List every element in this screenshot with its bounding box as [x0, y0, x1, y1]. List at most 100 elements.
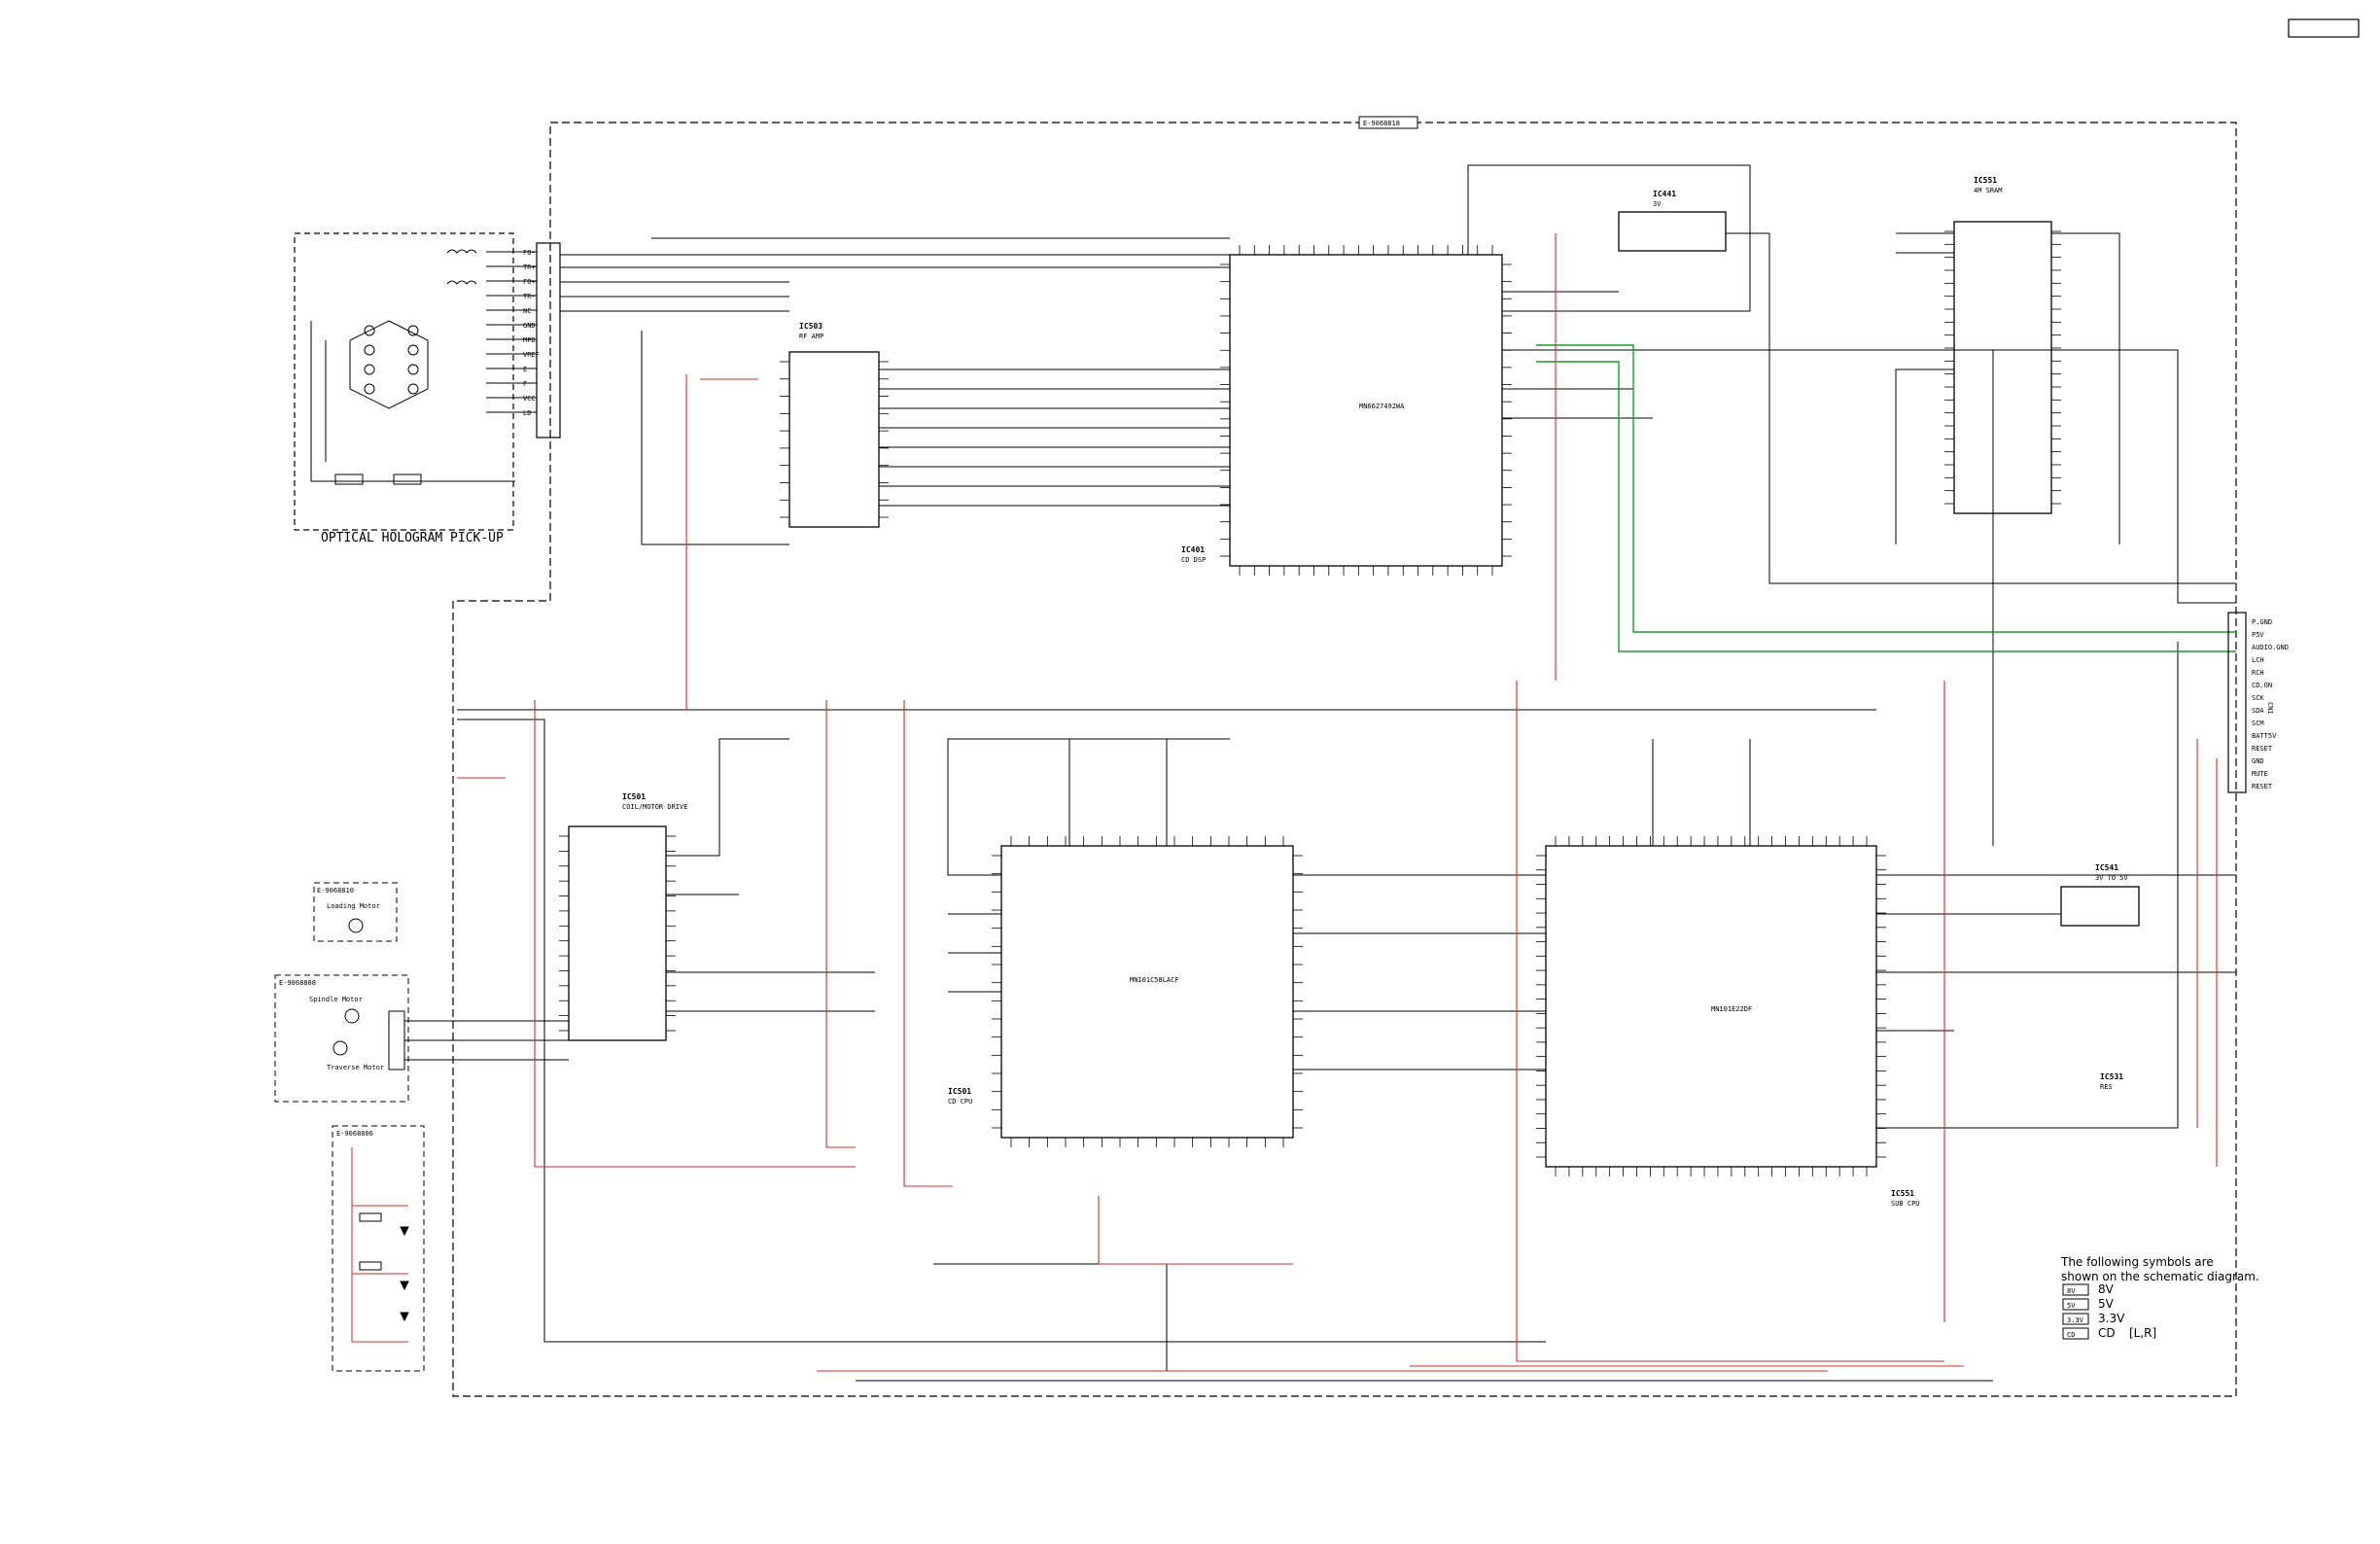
legend-symbol: 5V: [2067, 1302, 2076, 1310]
pickup-pin-label: TR+: [523, 263, 536, 271]
legend-intro-1: The following symbols are: [2060, 1255, 2214, 1269]
legend-symbol: CD: [2067, 1331, 2075, 1339]
pickup-pin-label: GND: [523, 322, 536, 330]
cn1-pin-label: RESET: [2252, 745, 2273, 753]
ic401-name: CD DSP: [1181, 556, 1206, 564]
main-board-label: E-9068818: [1363, 120, 1400, 127]
legend-symbol: 8V: [2067, 1287, 2076, 1295]
ic441-box: [1618, 211, 1727, 252]
legend-symbol: 3.3V: [2067, 1316, 2084, 1324]
driver-ref: IC501: [622, 792, 646, 801]
ic503-name: RF AMP: [799, 333, 823, 340]
cn1-pin-label: MUTE: [2252, 770, 2268, 778]
ic551-part: MN101E22DF: [1711, 1005, 1752, 1013]
pickup-pin-label: LD: [523, 409, 531, 417]
legend-desc: CD: [2098, 1326, 2116, 1340]
pickup-pin-label: VREF: [523, 351, 540, 359]
green-signal-wiring: [1536, 344, 2236, 652]
legend-desc: 3.3V: [2098, 1312, 2125, 1325]
pickup-pin-label: F: [523, 380, 527, 388]
cn1-pin-label: SCK: [2252, 694, 2264, 702]
ic501-name: CD CPU: [948, 1098, 972, 1105]
legend: The following symbols are shown on the s…: [2060, 1255, 2259, 1340]
sram-ref: IC551: [1974, 176, 1997, 185]
pickup-title: OPTICAL HOLOGRAM PICK-UP: [321, 531, 504, 545]
pickup-pin-label: TR-: [523, 293, 536, 300]
cn1-pin-label: LCH: [2252, 656, 2264, 664]
led-board-outline: [332, 1125, 425, 1372]
led-board-internals: [351, 1147, 408, 1343]
legend-item: CD CD: [2062, 1326, 2116, 1340]
traverse-motor-label: Traverse Motor: [327, 1064, 384, 1071]
led-board-label: E-9068806: [336, 1130, 373, 1138]
pickup-internals: [310, 249, 515, 485]
cn1-pin-label: RCH: [2252, 669, 2264, 677]
cn1-pin-label: BATT5V: [2252, 732, 2277, 740]
ic541-box: [2060, 886, 2140, 927]
pickup-pin-label: FO-: [523, 249, 536, 257]
main-board-outline: [452, 122, 2237, 1397]
ic401-box: [1229, 254, 1503, 567]
cn1-pin-label: SCM: [2252, 719, 2264, 727]
ic401-ref: IC401: [1181, 545, 1205, 554]
ic501-ref: IC501: [948, 1087, 971, 1096]
sram-box: [1953, 221, 2052, 514]
pickup-pin-label: VCC: [523, 395, 536, 403]
loading-motor-icon: [348, 918, 364, 933]
cn1-ref: CN1: [2266, 702, 2274, 715]
cn1-pin-label: P5V: [2252, 631, 2264, 639]
spindle-board-label: E-9068808: [279, 979, 316, 987]
title-block: [2288, 18, 2360, 38]
ic441-ref: IC441: [1653, 190, 1676, 198]
cn501-connector: [536, 242, 561, 439]
ic541-name: 3V TO 5V: [2095, 874, 2129, 882]
ic501-part: MN101C58LACF: [1130, 976, 1179, 984]
driver-box: [568, 825, 667, 1041]
power-wiring-5v: [457, 233, 2218, 1372]
loading-motor-label: Loading Motor: [327, 902, 380, 910]
ic551-ref: IC551: [1891, 1189, 1914, 1198]
pickup-pin-label: FO+: [523, 278, 536, 286]
spindle-motor-label: Spindle Motor: [309, 996, 363, 1003]
ic531-ref: IC531: [2100, 1072, 2123, 1081]
ic541-ref: IC541: [2095, 863, 2118, 872]
loading-board-label: E-9068810: [317, 887, 354, 895]
legend-desc: 8V: [2098, 1282, 2115, 1296]
cn1-pin-label: AUDIO.GND: [2252, 644, 2289, 651]
signal-wiring: [404, 164, 2236, 1382]
pickup-pin-label: MPD: [523, 336, 536, 344]
cn1-pin-label: GND: [2252, 757, 2264, 765]
cn1-pin-label: CD.ON: [2252, 682, 2272, 689]
legend-intro-2: shown on the schematic diagram.: [2061, 1270, 2259, 1283]
spindle-board-outline: [274, 974, 409, 1103]
traverse-motor-icon: [332, 1040, 348, 1056]
ic531-name: RES: [2100, 1083, 2113, 1091]
ic503-ref: IC503: [799, 322, 822, 331]
driver-name: COIL/MOTOR DRIVE: [622, 803, 687, 811]
pickup-pin-label: NC: [523, 307, 531, 315]
ic503-box: [788, 351, 880, 528]
legend-cd-suffix: [L,R]: [2129, 1326, 2156, 1340]
ic551-box: [1545, 845, 1877, 1168]
ic551-name: SUB CPU: [1891, 1200, 1920, 1208]
sram-name: 4M SRAM: [1974, 187, 2003, 194]
cn1-pin-label: P.GND: [2252, 618, 2272, 626]
legend-desc: 5V: [2098, 1297, 2115, 1311]
pickup-outline: [294, 232, 514, 531]
cn901-connector: [388, 1010, 405, 1070]
loading-board-outline: [313, 882, 398, 942]
legend-item: 5V 5V: [2062, 1297, 2115, 1311]
legend-item: 3.3V 3.3V: [2062, 1312, 2125, 1325]
ic401-part: MN6627492WA: [1359, 403, 1405, 410]
ic441-name: 3V: [1653, 200, 1662, 208]
pickup-pin-labels: FO- TR+ FO+ TR- NC GND MPD VREF EF VCC LD: [486, 249, 540, 417]
cn1-pin-label: RESET: [2252, 783, 2273, 790]
cn1-pin-labels: P.GNDP5VAUDIO.GNDLCHRCHCD.ONSCKSDASCMBAT…: [2252, 618, 2289, 790]
cn1-connector: [2227, 612, 2247, 793]
pickup-pin-label: E: [523, 366, 527, 373]
led-board-diodes: [359, 1212, 409, 1322]
ic-outlines: [568, 211, 2140, 1168]
